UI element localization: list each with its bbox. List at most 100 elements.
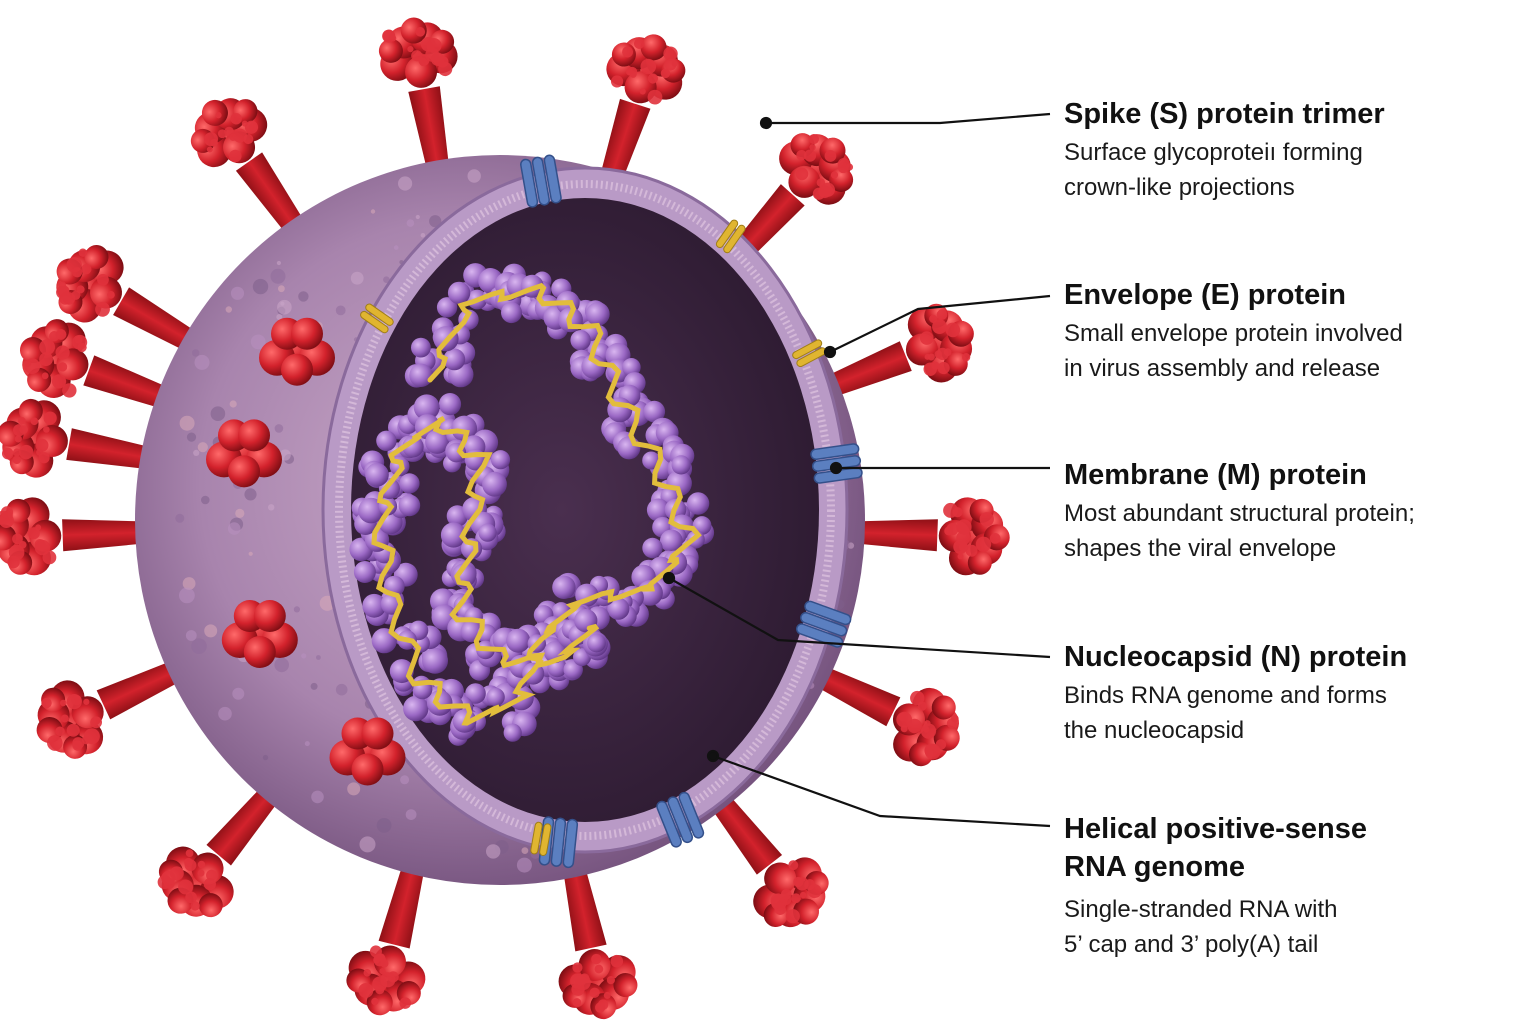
n-protein-bead [438, 393, 462, 416]
n-protein-bead [642, 537, 663, 559]
spike-bead [12, 448, 21, 457]
m-protein-helix [543, 154, 562, 204]
surface-speckle [301, 653, 307, 659]
n-protein-bead [409, 363, 433, 387]
spike-bead [39, 352, 53, 367]
surface-speckle [218, 706, 232, 721]
spike-stalk [96, 660, 183, 720]
spike-stalk [113, 287, 199, 353]
spike-subunit [198, 893, 223, 918]
spike-bead [62, 383, 77, 398]
spike-bead [793, 876, 804, 888]
envelope-e-protein [715, 219, 746, 254]
spike-trimer-front [259, 317, 335, 386]
spike-bead [241, 120, 248, 127]
spike-trimer [558, 864, 638, 1020]
surface-speckle [335, 683, 348, 696]
surface-speckle [210, 406, 226, 422]
m-protein-helix [531, 156, 550, 206]
spike-bead [184, 857, 193, 867]
surface-speckle [311, 790, 324, 804]
n-protein-bead [353, 561, 376, 583]
spike-bead [923, 726, 930, 733]
m-protein-helix [667, 796, 694, 844]
spike-bead [95, 301, 110, 317]
spike-bead [224, 126, 234, 137]
surface-speckle [192, 349, 200, 357]
spike-bead [415, 27, 426, 37]
spike-subunit [281, 353, 313, 386]
virion-interior [351, 198, 819, 822]
spike-bead [420, 36, 436, 52]
label-nucleocapsid-protein: Nucleocapsid (N) protein Binds RNA genom… [1064, 638, 1504, 748]
spike-bead [77, 342, 87, 353]
spike-bead [38, 452, 50, 464]
n-protein-bead [358, 497, 384, 524]
surface-speckle [185, 630, 197, 641]
n-protein-bead [490, 450, 511, 470]
n-protein-bead [422, 647, 448, 674]
spike-bead [407, 46, 414, 53]
n-protein-bead [622, 358, 641, 377]
spike-trimer [19, 319, 171, 409]
spike-subunit [89, 276, 122, 309]
surface-speckle [429, 215, 442, 228]
n-protein-bead [646, 498, 670, 522]
spike-subunit [405, 55, 438, 88]
n-protein-bead [413, 394, 440, 421]
desc-line: crown-like projections [1064, 174, 1295, 201]
surface-speckle [304, 741, 310, 747]
nucleocapsid-complex [349, 263, 715, 746]
label-nucleocapsid-title: Nucleocapsid (N) protein [1064, 641, 1408, 673]
spike-trimer [0, 398, 153, 478]
spike-bead [610, 954, 624, 968]
e-protein-helix [365, 303, 394, 326]
surface-speckle [516, 857, 532, 873]
spike-proteins-front [206, 317, 406, 786]
surface-speckle [191, 638, 207, 654]
spike-subunit [19, 337, 46, 364]
spike-bead [633, 38, 645, 49]
spike-bead [795, 167, 809, 181]
spike-subunit [578, 949, 611, 982]
label-nucleocapsid-description: Binds RNA genome and forms the nucleocap… [1064, 678, 1504, 748]
spike-subunit [201, 99, 228, 126]
m-protein-helix [562, 818, 579, 869]
spike-trimer [157, 784, 281, 918]
spike-bead [436, 56, 449, 68]
n-protein-bead [671, 455, 691, 475]
spike-bead [936, 309, 948, 320]
spike-bead [956, 519, 972, 535]
surface-speckle [486, 844, 501, 859]
surface-speckle [350, 271, 364, 285]
spike-bead [804, 879, 816, 891]
m-protein-helix [520, 158, 539, 208]
surface-speckle [274, 657, 290, 673]
n-protein-bead [365, 463, 389, 487]
surface-speckle [227, 522, 241, 535]
e-protein-helix [715, 219, 739, 249]
surface-speckle [406, 219, 415, 227]
surface-speckle [393, 245, 399, 250]
spike-bead [647, 73, 659, 84]
surface-speckle [179, 415, 195, 431]
spike-bead [603, 991, 611, 999]
spike-bead [934, 350, 943, 359]
label-rna-description: Single-stranded RNA with 5’ cap and 3’ p… [1064, 892, 1504, 962]
spike-bead [660, 68, 671, 79]
spike-bead [249, 123, 257, 132]
n-protein-bead [399, 473, 420, 494]
envelope-e-protein [360, 303, 394, 334]
n-protein-bead [581, 354, 606, 379]
spike-bead [961, 353, 971, 362]
n-protein-bead [607, 597, 630, 620]
leader-dot-rna [706, 749, 720, 763]
spike-bead [803, 149, 817, 162]
surface-speckle [175, 513, 185, 523]
desc-line: Binds RNA genome and forms [1064, 682, 1387, 709]
spike-bead [924, 353, 931, 360]
m-protein-helix [804, 600, 852, 626]
spike-bead [639, 88, 646, 95]
spike-stalk [66, 428, 153, 470]
surface-speckle [276, 314, 283, 320]
